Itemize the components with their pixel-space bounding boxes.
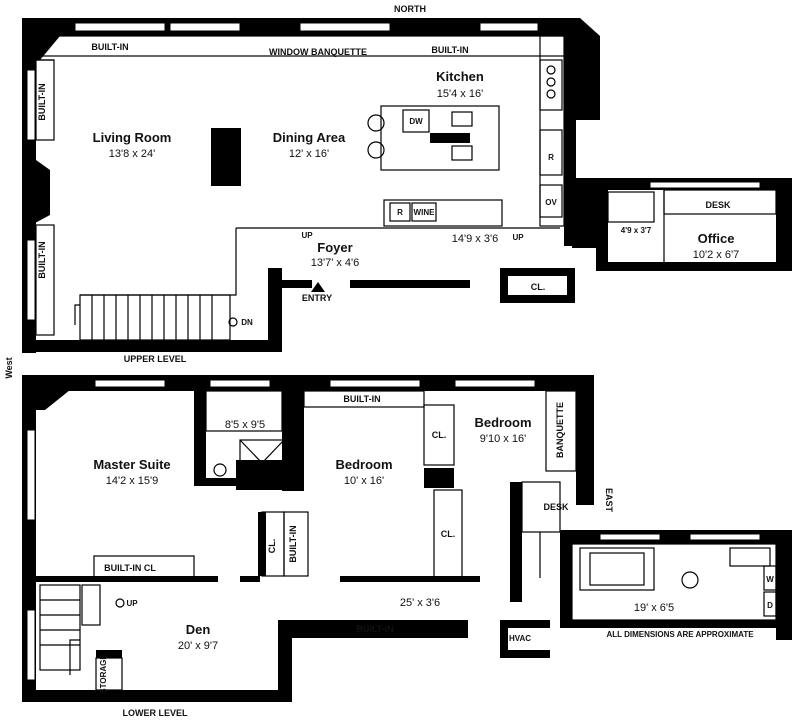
up-label-1: UP bbox=[301, 231, 313, 240]
down-label: DN bbox=[241, 318, 253, 327]
compass-north: NORTH bbox=[394, 4, 426, 14]
office-dim: 10'2 x 6'7 bbox=[693, 249, 739, 261]
upper-bath-dim: 4'9 x 3'7 bbox=[621, 226, 652, 235]
dining-area-name: Dining Area bbox=[273, 130, 346, 145]
lower-level-label: LOWER LEVEL bbox=[123, 708, 189, 718]
den-name: Den bbox=[186, 622, 211, 637]
approximate-note: ALL DIMENSIONS ARE APPROXIMATE bbox=[606, 630, 754, 639]
lower-hall-dim: 25' x 3'6 bbox=[400, 597, 440, 609]
builtin-lower-top: BUILT-IN bbox=[343, 394, 380, 404]
builtin-upper-left-top: BUILT-IN bbox=[37, 83, 47, 120]
oven: OV bbox=[545, 198, 557, 207]
kitchen-name: Kitchen bbox=[436, 69, 484, 84]
banquette-label: BANQUETTE bbox=[555, 402, 565, 458]
upper-interior-lines bbox=[35, 35, 777, 341]
builtin-lower-bottom: BUILT-IN bbox=[356, 624, 393, 634]
master-bath-dim: 8'5 x 9'5 bbox=[225, 419, 265, 431]
builtin-upper-left-bottom: BUILT-IN bbox=[37, 241, 47, 278]
office-desk: DESK bbox=[705, 200, 731, 210]
builtin-lower-vertical: BUILT-IN bbox=[288, 525, 298, 562]
fridge-kitchen: R bbox=[548, 153, 554, 162]
office-name: Office bbox=[698, 231, 735, 246]
master-suite-name: Master Suite bbox=[93, 457, 170, 472]
foyer-name: Foyer bbox=[317, 240, 352, 255]
upper-closet: CL. bbox=[531, 282, 546, 292]
compass-east: EAST bbox=[604, 488, 614, 513]
dryer-label: D bbox=[767, 601, 773, 610]
hvac-label: HVAC bbox=[509, 634, 531, 643]
window-banquette: WINDOW BANQUETTE bbox=[269, 47, 367, 57]
bedroom-2-dim: 9'10 x 16' bbox=[480, 433, 526, 445]
lower-interior-lines bbox=[39, 390, 777, 691]
builtin-upper-2: BUILT-IN bbox=[431, 45, 468, 55]
kitchen-dim: 15'4 x 16' bbox=[437, 88, 483, 100]
master-suite-dim: 14'2 x 15'9 bbox=[106, 475, 159, 487]
labels: NORTH West EAST UPPER LEVEL LOWER LEVEL … bbox=[4, 4, 774, 718]
living-room-name: Living Room bbox=[93, 130, 172, 145]
lower-closet-1: CL. bbox=[267, 539, 277, 554]
washer-label: W bbox=[766, 575, 774, 584]
dining-area-dim: 12' x 16' bbox=[289, 148, 329, 160]
lower-closet-2: CL. bbox=[432, 430, 447, 440]
lower-bath-dim: 19' x 6'5 bbox=[634, 602, 674, 614]
lower-closet-3: CL. bbox=[441, 529, 456, 539]
bedroom-1-name: Bedroom bbox=[335, 457, 392, 472]
builtin-upper-1: BUILT-IN bbox=[91, 42, 128, 52]
upper-level-label: UPPER LEVEL bbox=[124, 354, 187, 364]
foyer-dim: 13'7' x 4'6 bbox=[311, 257, 360, 269]
living-room-dim: 13'8 x 24' bbox=[109, 148, 155, 160]
wine-fridge: WINE bbox=[414, 208, 436, 217]
lower-up-label: UP bbox=[126, 599, 138, 608]
bedroom-2-name: Bedroom bbox=[474, 415, 531, 430]
builtin-closet: BUILT-IN CL bbox=[104, 563, 156, 573]
up-label-2: UP bbox=[512, 233, 524, 242]
lower-windows bbox=[26, 379, 761, 681]
entry-label: ENTRY bbox=[302, 293, 332, 303]
den-dim: 20' x 9'7 bbox=[178, 640, 218, 652]
lower-level-walls bbox=[22, 375, 792, 702]
bedroom-1-dim: 10' x 16' bbox=[344, 475, 384, 487]
dishwasher: DW bbox=[409, 117, 423, 126]
storage-label: STORAGE bbox=[99, 654, 108, 694]
upper-windows bbox=[26, 22, 761, 321]
upper-hall-dim: 14'9 x 3'6 bbox=[452, 233, 498, 245]
fridge-bar: R bbox=[397, 208, 403, 217]
lower-desk: DESK bbox=[543, 502, 569, 512]
compass-west: West bbox=[4, 357, 14, 378]
